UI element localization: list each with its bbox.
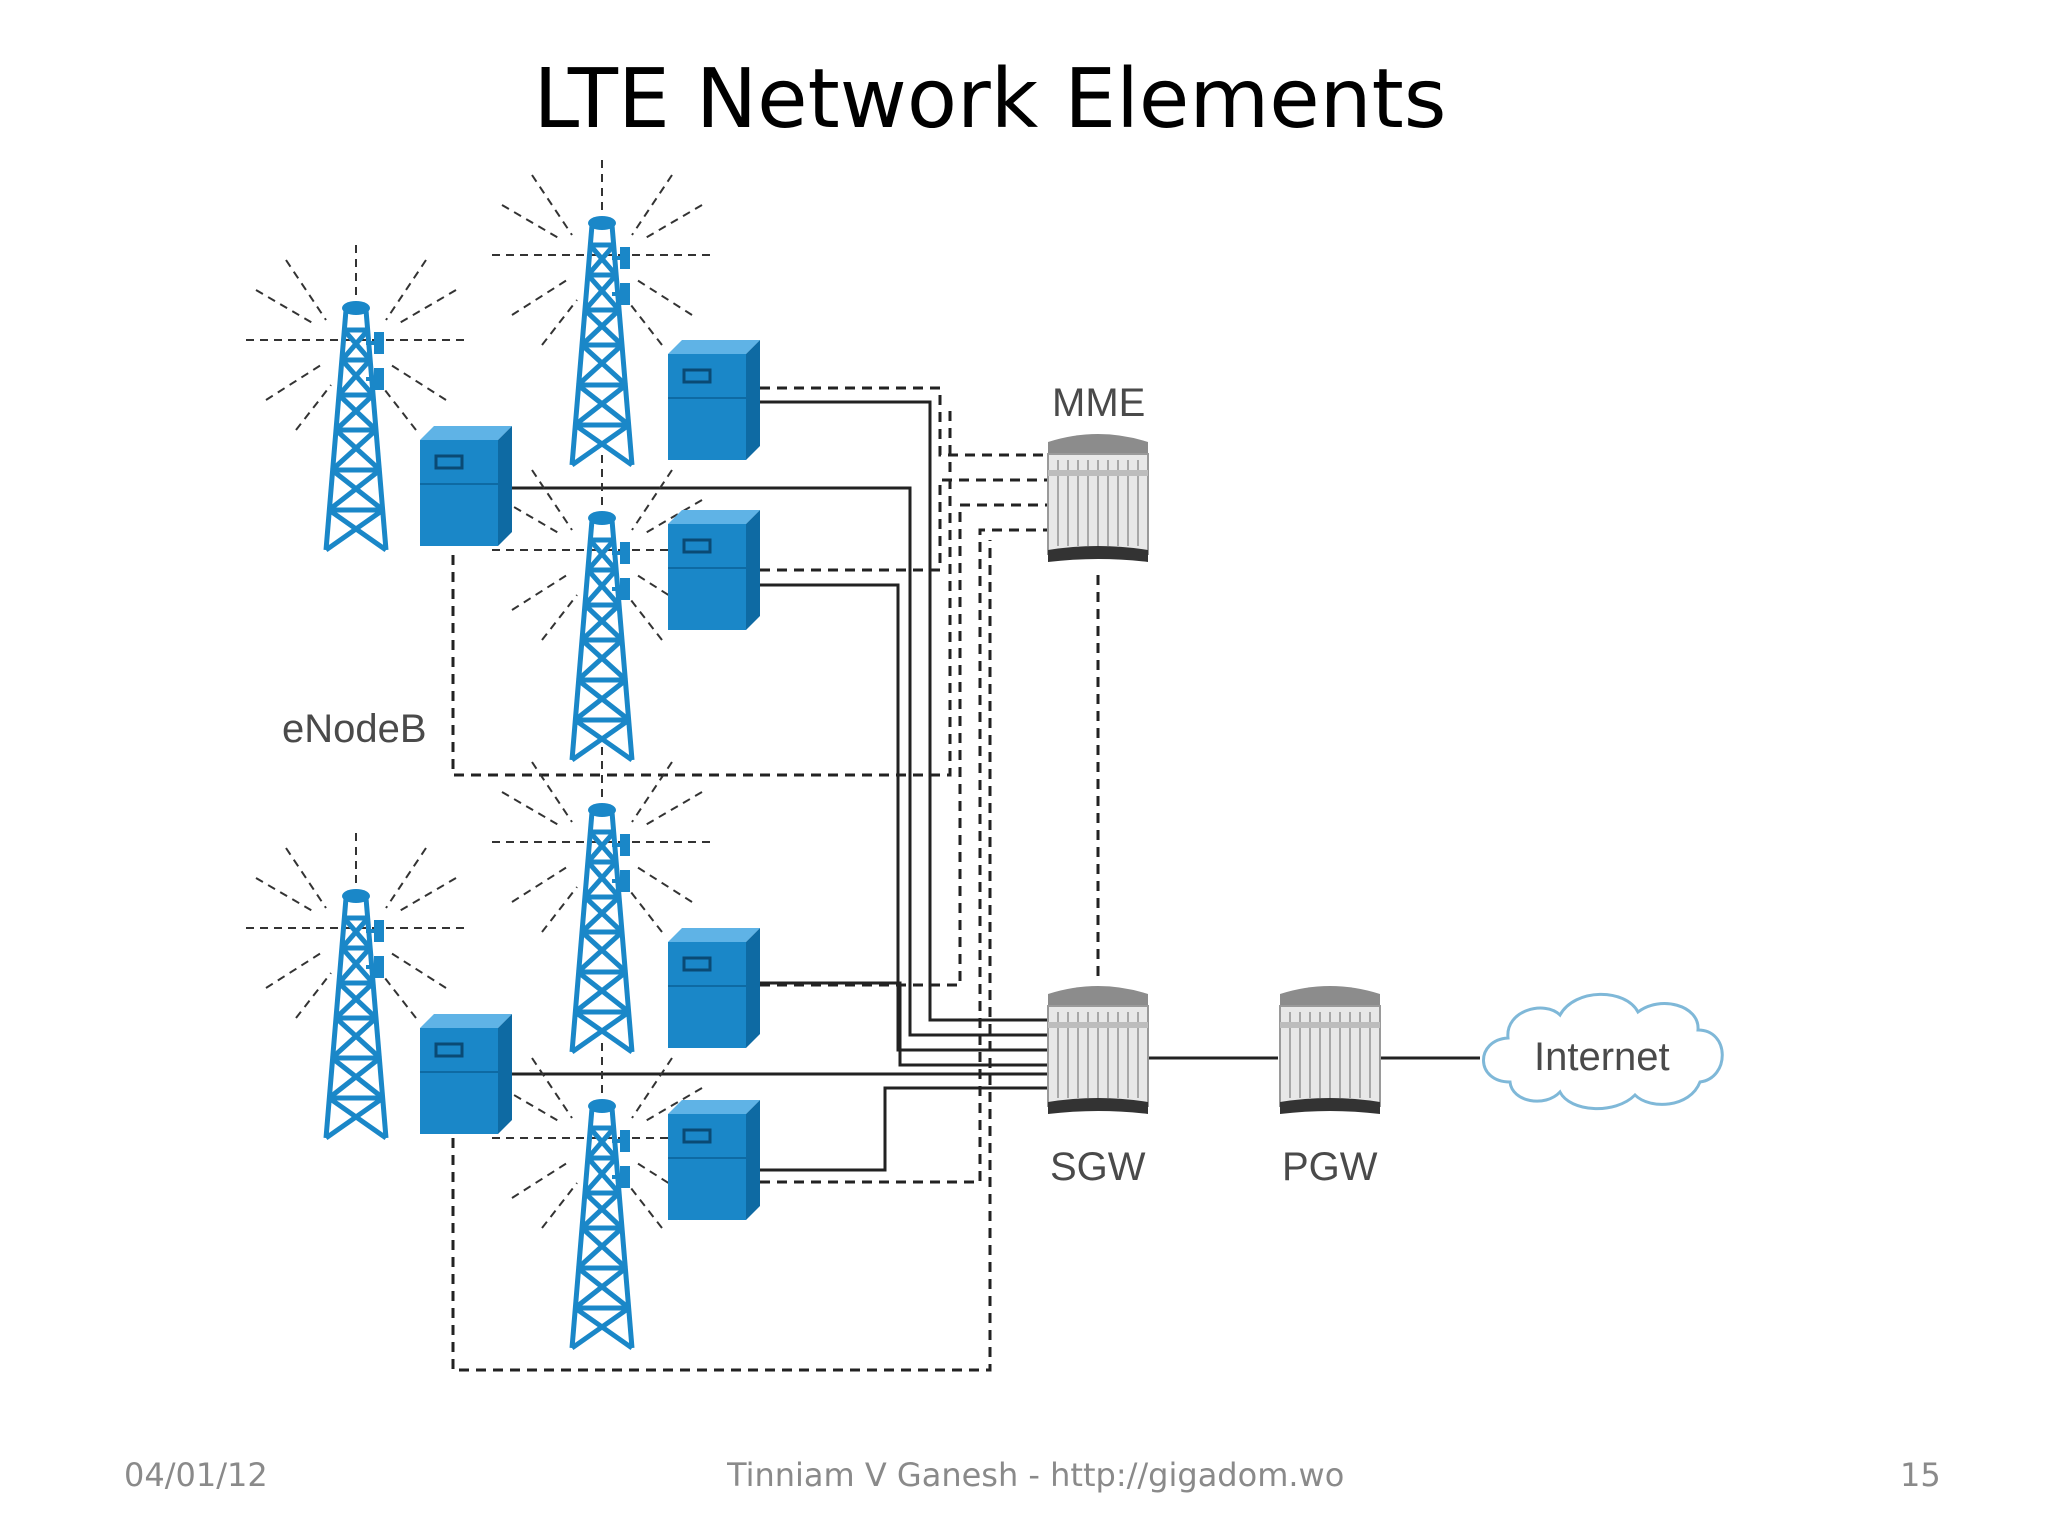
enodeb-cabinet-icon <box>666 338 762 462</box>
enodeb-cabinet-icon <box>666 508 762 632</box>
enodeb-label: eNodeB <box>282 707 427 751</box>
footer-date: 04/01/12 <box>124 1456 268 1494</box>
lower-enodeb-group-boundary <box>451 540 992 1372</box>
enodeb-cabinet-icon <box>418 424 514 548</box>
footer-author: Tinniam V Ganesh - http://gigadom.wordpr… <box>727 1456 1347 1494</box>
upper-enodeb-group-boundary <box>451 408 952 777</box>
mme-server-icon <box>1047 433 1149 563</box>
sgw-server-icon <box>1047 985 1149 1115</box>
enodeb-cabinet-icon <box>666 926 762 1050</box>
slide-title: LTE Network Elements <box>533 52 1447 147</box>
enodeb-cabinet-icon <box>666 1098 762 1222</box>
pgw-server-icon <box>1279 985 1381 1115</box>
internet-label: Internet <box>1534 1035 1670 1079</box>
internet-cloud-icon <box>1482 992 1724 1110</box>
control-plane-links <box>760 386 1100 1184</box>
mme-label: MME <box>1052 381 1145 425</box>
pgw-label: PGW <box>1282 1145 1378 1189</box>
sgw-label: SGW <box>1050 1145 1146 1189</box>
footer-page-number: 15 <box>1900 1456 1941 1494</box>
enodeb-cabinet-icon <box>418 1012 514 1136</box>
user-plane-links <box>508 400 1480 1172</box>
